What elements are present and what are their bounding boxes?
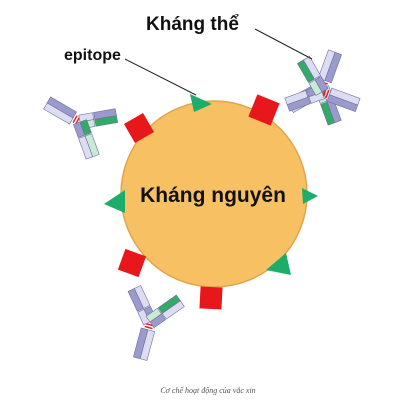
antibody-label: Kháng thể: [146, 14, 239, 35]
antibody-bottom-left: [127, 285, 185, 361]
epitope-leader-line: [124, 58, 197, 96]
red-epitope-bottom-icon: [199, 286, 223, 310]
antibody-upper-left: [43, 96, 119, 160]
green-epitope-left-icon: [104, 190, 125, 213]
figure-caption: Cơ chế hoạt động của vắc xin: [160, 386, 255, 395]
green-epitope-right-icon: [302, 188, 318, 204]
epitope-label: epitope: [64, 47, 121, 64]
green-epitope-lower-right-icon: [266, 253, 291, 275]
antibody-layer: [43, 49, 361, 361]
antibody-leader-line: [254, 28, 313, 60]
green-epitope-top-icon: [190, 94, 212, 112]
red-epitope-upper-right-icon: [248, 94, 280, 126]
red-epitope-lower-left-icon: [117, 248, 147, 278]
antibody-right: [284, 56, 361, 112]
antigen-label: Kháng nguyên: [140, 184, 286, 207]
red-epitope-upper-left-icon: [123, 112, 155, 144]
